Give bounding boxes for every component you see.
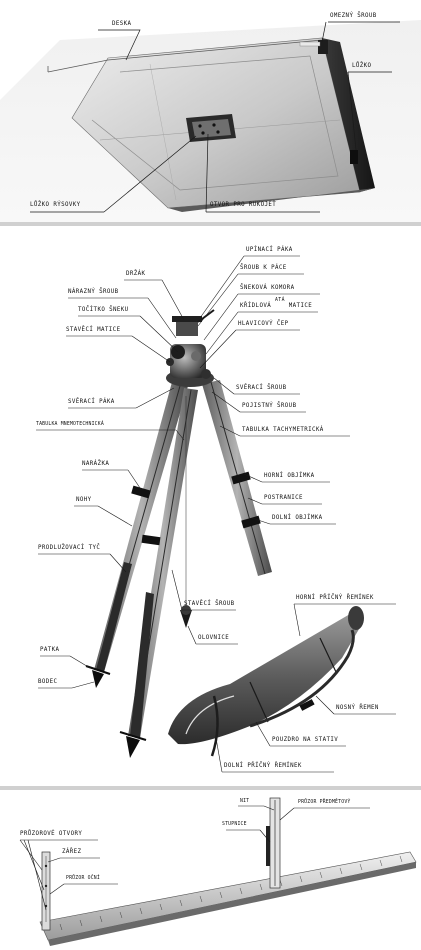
label-bodec: BODEC	[38, 679, 58, 685]
label-nosny-remen: NOSNÝ ŘEMEN	[336, 705, 379, 711]
panel-divider-2	[0, 786, 421, 790]
label-pruzor-ocni: PRŮZOR OČNÍ	[66, 876, 100, 881]
board-illustration	[0, 20, 421, 222]
side-bed	[350, 150, 358, 164]
label-pojistny-sroub: POJISTNÝ ŠROUB	[242, 403, 297, 409]
label-pruzor-predmetovy: PRŮZOR PŘEDMĚTOVÝ	[298, 800, 351, 805]
label-tocitko-sneku: TOČÍTKO ŠNEKU	[78, 307, 129, 313]
panel-divider	[0, 222, 421, 226]
label-olovnice: OLOVNICE	[198, 635, 230, 641]
panel-alidade: NIT PRŮZOR PŘEDMĚTOVÝ PRŮZOROVÉ OTVORY S…	[0, 790, 421, 950]
label-upinaci-paka: UPÍNACÍ PÁKA	[246, 247, 293, 253]
label-narazny-sroub: NÁRAZNÝ ŠROUB	[68, 289, 119, 295]
label-luzko: LŮŽKO	[352, 63, 372, 69]
label-kridlova-matice-suffix: MATICE	[288, 303, 313, 309]
panel-tripod: UPÍNACÍ PÁKA DRŽÁK ŠROUB K PÁCE NÁRAZNÝ …	[0, 226, 421, 786]
alidade-illustration	[19, 797, 417, 946]
label-postranice: POSTRANICE	[264, 495, 303, 501]
label-pruzorove-otvory: PRŮZOROVÉ OTVORY	[20, 831, 83, 837]
limit-screw	[318, 40, 328, 54]
tripod-head	[166, 309, 215, 387]
label-pouzdro-na-stativ: POUZDRO NA STATIV	[272, 737, 339, 743]
label-staveci-sroub: STAVĚCÍ ŠROUB	[184, 601, 235, 607]
label-horni-objimka: HORNÍ OBJÍMKA	[264, 473, 315, 479]
label-omezny-sroub: OMEZNÝ ŠROUB	[330, 13, 377, 19]
label-zarez: ZÁŘEZ	[62, 849, 82, 855]
label-snekova-komora: ŠNEKOVÁ KOMORA	[240, 285, 295, 291]
label-deska: DESKA	[112, 21, 132, 27]
label-nit: NIT	[240, 799, 250, 804]
label-drzak: DRŽÁK	[126, 271, 146, 277]
label-sroub-k-pace: ŠROUB K PÁCE	[240, 265, 287, 271]
label-patka: PATKA	[40, 647, 60, 653]
label-dolni-pricny-remenek: DOLNÍ PŘÍČNÝ ŘEMÍNEK	[224, 763, 302, 769]
label-nohy: NOHY	[76, 497, 92, 503]
board-edge	[322, 38, 375, 192]
label-sveraci-paka: SVĚRACÍ PÁKA	[68, 399, 115, 405]
label-stupnice: STUPNICE	[222, 822, 247, 827]
label-narazka: NARÁŽKA	[82, 461, 110, 467]
label-kridlova-matice: KŘÍDLOVÁ ATÁ MATICE	[240, 298, 313, 310]
label-kridlova-matice-sup: ATÁ	[275, 298, 285, 303]
label-prodluzovaci-tyc: PRODLUŽOVACÍ TYČ	[38, 545, 101, 551]
label-otvor-pro-rukojet: OTVOR PRO RUKOJEŤ	[210, 202, 277, 208]
label-staveci-matice: STAVĚCÍ MATICE	[66, 327, 121, 333]
label-sveraci-sroub: SVĚRACÍ ŠROUB	[236, 385, 287, 391]
tripod-case	[168, 606, 364, 757]
alidade-ruler	[39, 851, 417, 941]
panel-board: DESKA OMEZNÝ ŠROUB LŮŽKO LŮŽKO RÝSOVKY O…	[0, 0, 421, 222]
label-kridlova-matice-prefix: KŘÍDLOVÁ	[240, 303, 272, 309]
label-luzko-rysovky: LŮŽKO RÝSOVKY	[30, 202, 81, 208]
label-tabulka-mnemotechnicka: TABULKA MNEMOTECHNICKÁ	[36, 422, 104, 427]
tripod-illustration	[36, 255, 396, 773]
label-dolni-objimka: DOLNÍ OBJÍMKA	[272, 515, 323, 521]
label-horni-pricny-remenek: HORNÍ PŘÍČNÝ ŘEMÍNEK	[296, 595, 374, 601]
label-tabulka-tachymetricka: TABULKA TACHYMETRICKÁ	[242, 427, 324, 433]
tripod-legs	[85, 380, 272, 758]
label-hlavicovy-cep: HLAVICOVÝ ČEP	[238, 321, 289, 327]
